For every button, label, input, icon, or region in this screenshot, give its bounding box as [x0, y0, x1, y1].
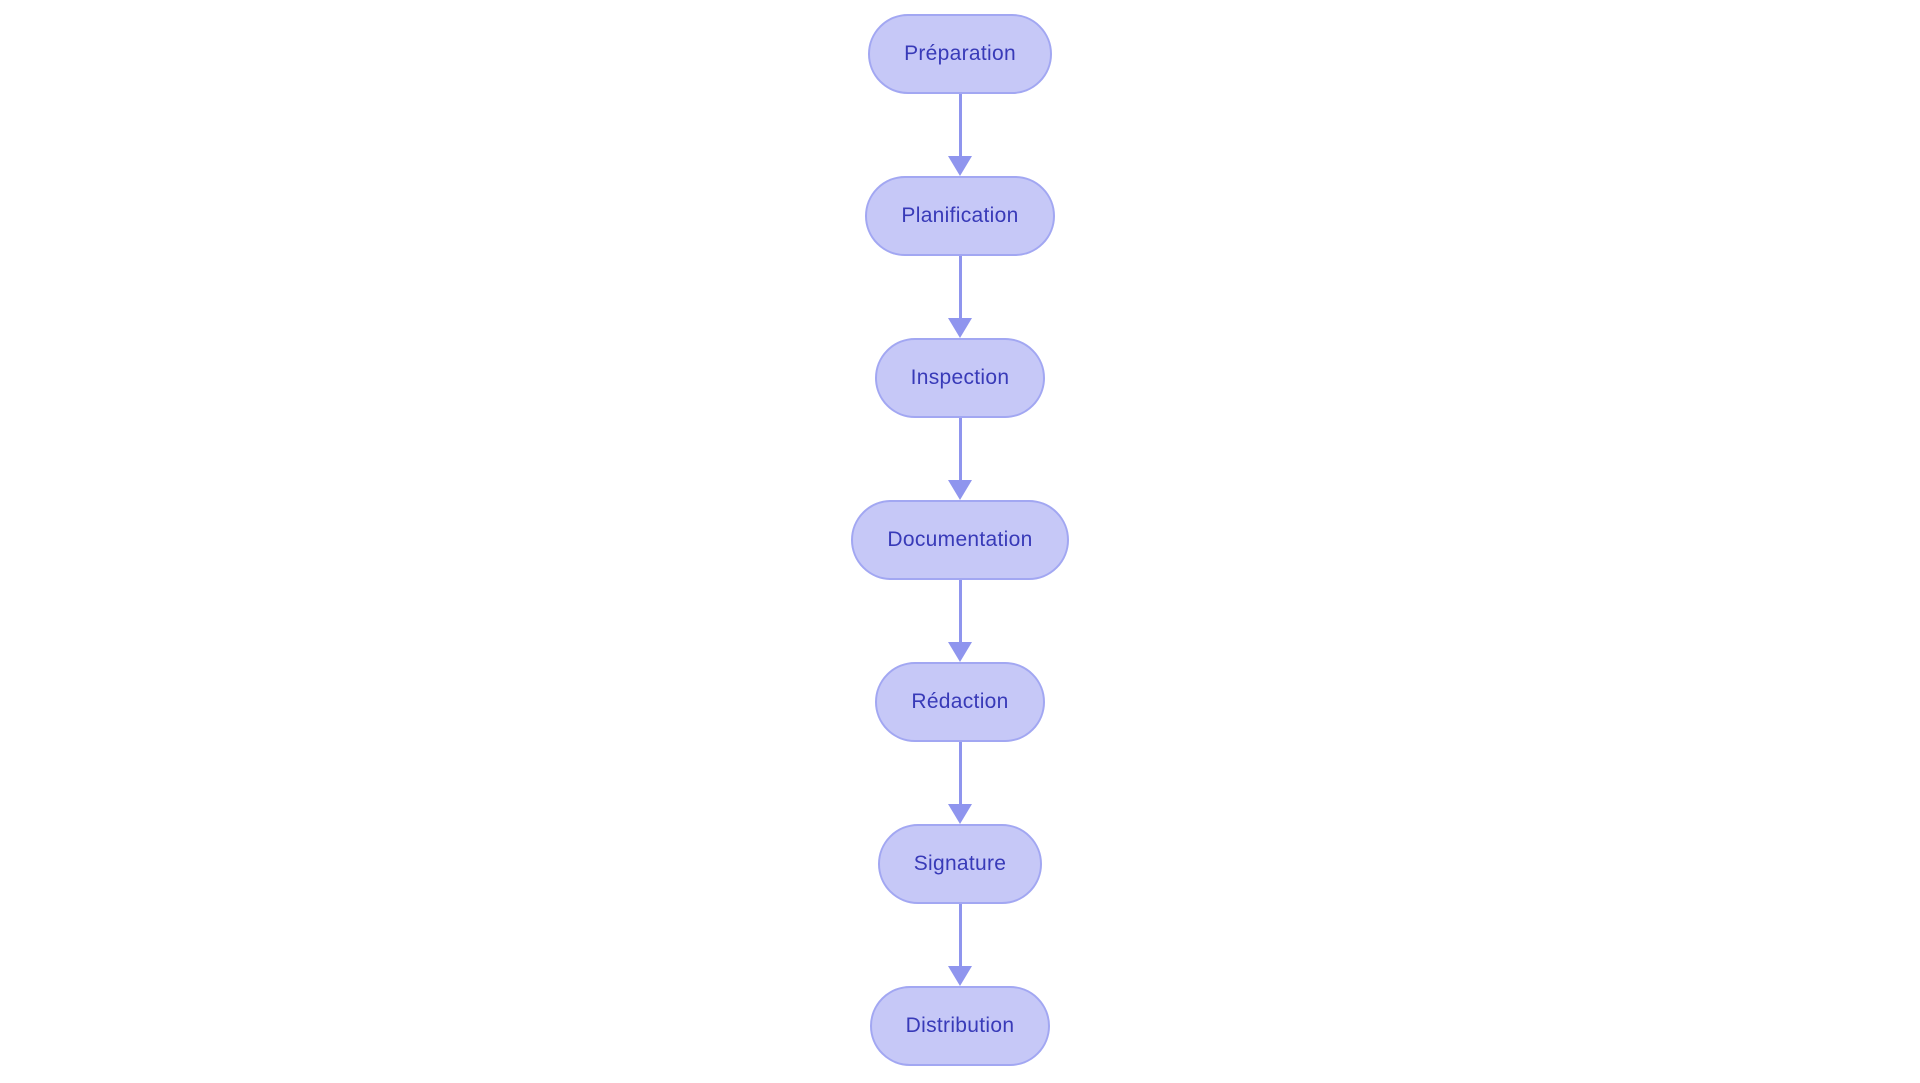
- flow-node-signature: Signature: [877, 824, 1043, 904]
- node-label: Planification: [901, 204, 1019, 227]
- node-label: Signature: [913, 852, 1007, 875]
- flow-node-documentation: Documentation: [851, 500, 1069, 580]
- flow-node-planification: Planification: [865, 176, 1055, 256]
- node-label: Rédaction: [911, 690, 1009, 713]
- arrowhead-down-icon: [948, 804, 972, 824]
- arrowhead-down-icon: [948, 642, 972, 662]
- arrowhead-down-icon: [948, 480, 972, 500]
- flow-connector: [948, 742, 972, 824]
- flow-connector: [948, 418, 972, 500]
- flow-node-distribution: Distribution: [869, 986, 1051, 1066]
- connector-line: [958, 742, 962, 804]
- flow-connector: [948, 256, 972, 338]
- connector-line: [958, 904, 962, 966]
- flow-connector: [948, 580, 972, 662]
- flow-connector: [948, 94, 972, 176]
- connector-line: [958, 418, 962, 480]
- node-label: Préparation: [904, 42, 1016, 65]
- flow-node-redaction: Rédaction: [875, 662, 1045, 742]
- connector-line: [958, 256, 962, 318]
- flow-node-preparation: Préparation: [868, 14, 1052, 94]
- arrowhead-down-icon: [948, 318, 972, 338]
- connector-line: [958, 94, 962, 156]
- flow-connector: [948, 904, 972, 986]
- flow-node-inspection: Inspection: [874, 338, 1046, 418]
- node-label: Distribution: [905, 1014, 1015, 1037]
- node-label: Inspection: [910, 366, 1010, 389]
- arrowhead-down-icon: [948, 966, 972, 986]
- node-label: Documentation: [887, 528, 1033, 551]
- connector-line: [958, 580, 962, 642]
- arrowhead-down-icon: [948, 156, 972, 176]
